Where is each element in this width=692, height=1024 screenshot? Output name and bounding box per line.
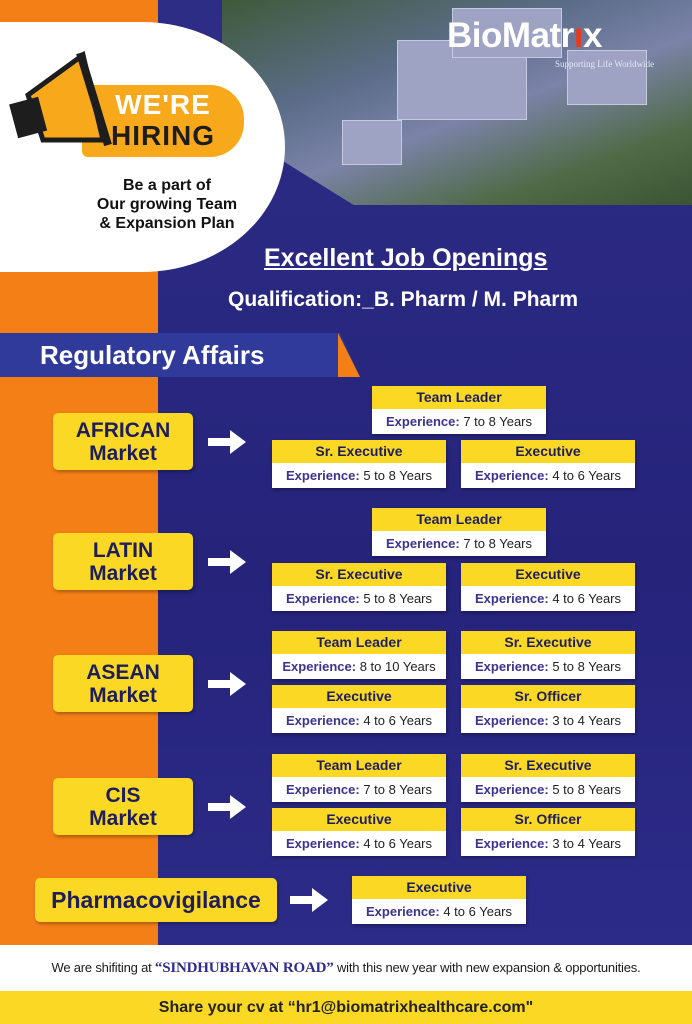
job-title: Sr. Officer <box>461 808 635 831</box>
job-experience: Experience: 5 to 8 Years <box>461 654 635 679</box>
job-experience: Experience: 3 to 4 Years <box>461 708 635 733</box>
job-title: Sr. Executive <box>272 563 446 586</box>
job-experience: Experience: 4 to 6 Years <box>461 586 635 611</box>
job-title: Executive <box>272 808 446 831</box>
job-title: Executive <box>461 563 635 586</box>
biomatrix-logo: BioMatrıx <box>447 16 602 55</box>
job-title: Executive <box>461 440 635 463</box>
job-title: Team Leader <box>272 631 446 654</box>
job-experience: Experience: 5 to 8 Years <box>272 463 446 488</box>
hiring-line2: HIRING <box>111 120 215 151</box>
job-experience: Experience: 4 to 6 Years <box>272 831 446 856</box>
qualification: Qualification:_B. Pharm / M. Pharm <box>228 288 579 311</box>
arrow-right-icon <box>208 550 246 574</box>
logo-tagline: Supporting Life Worldwide <box>555 59 655 69</box>
market-label: Pharmacovigilance <box>35 878 277 922</box>
job-experience: Experience: 5 to 8 Years <box>272 586 446 611</box>
job-experience: Experience: 7 to 8 Years <box>372 531 546 556</box>
job-title: Sr. Executive <box>272 440 446 463</box>
hiring-badge: WE'RE HIRING <box>82 85 244 157</box>
job-experience: Experience: 5 to 8 Years <box>461 777 635 802</box>
facility-photo <box>222 0 692 205</box>
megaphone-icon <box>9 50 112 147</box>
hiring-line1: WE'RE <box>115 89 211 120</box>
cv-contact[interactable]: Share your cv at “hr1@biomatrixhealthcar… <box>0 991 692 1024</box>
job-experience: Experience: 3 to 4 Years <box>461 831 635 856</box>
job-title: Executive <box>352 876 526 899</box>
job-title: Team Leader <box>272 754 446 777</box>
job-title: Sr. Executive <box>461 754 635 777</box>
section-banner <box>0 333 360 377</box>
job-experience: Experience: 4 to 6 Years <box>272 708 446 733</box>
job-title: Team Leader <box>372 508 546 531</box>
headline: Excellent Job Openings <box>264 244 548 272</box>
arrow-right-icon <box>290 888 328 912</box>
job-experience: Experience: 4 to 6 Years <box>461 463 635 488</box>
job-experience: Experience: 7 to 8 Years <box>372 409 546 434</box>
arrow-right-icon <box>208 430 246 454</box>
job-title: Sr. Executive <box>461 631 635 654</box>
job-title: Executive <box>272 685 446 708</box>
arrow-right-icon <box>208 795 246 819</box>
job-experience: Experience: 8 to 10 Years <box>272 654 446 679</box>
job-title: Team Leader <box>372 386 546 409</box>
section-title: Regulatory Affairs <box>40 340 265 370</box>
relocation-notice: We are shifiting at “SINDHUBHAVAN ROAD” … <box>0 945 692 991</box>
job-experience: Experience: 7 to 8 Years <box>272 777 446 802</box>
arrow-right-icon <box>208 672 246 696</box>
job-experience: Experience: 4 to 6 Years <box>352 899 526 924</box>
job-title: Sr. Officer <box>461 685 635 708</box>
